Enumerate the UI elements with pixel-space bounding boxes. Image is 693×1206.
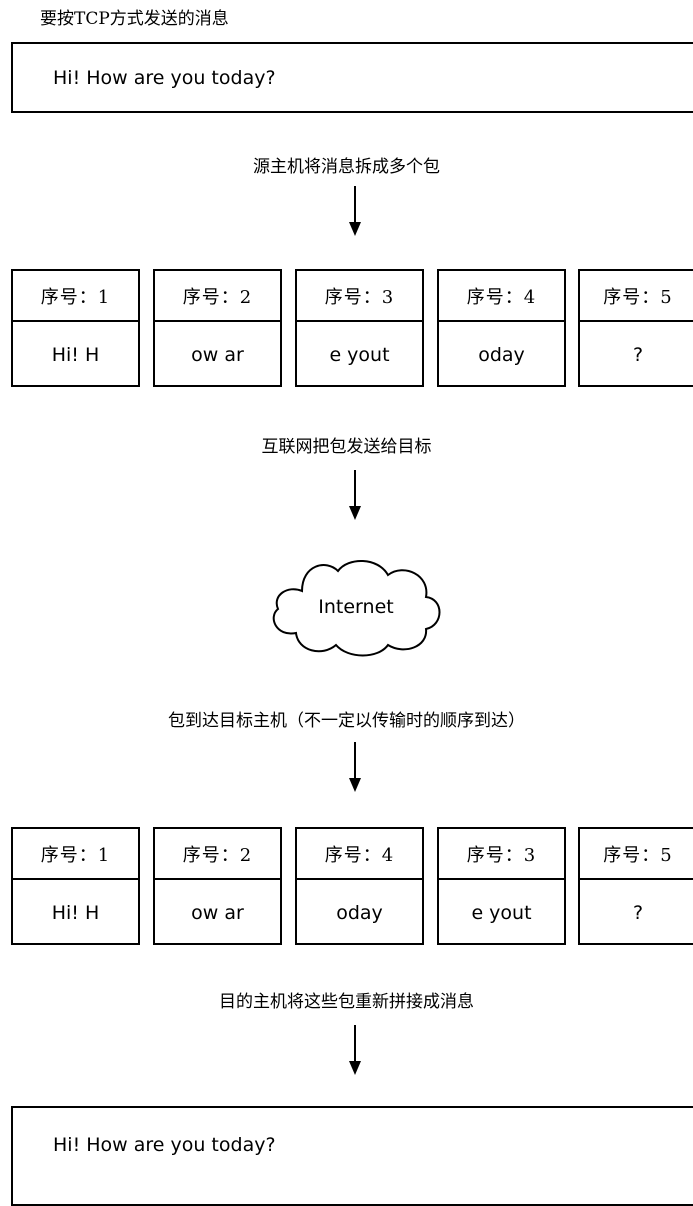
packet-sequence-number: 序号：3 [439, 829, 564, 880]
packet-box: 序号：3 e yout [295, 269, 424, 387]
packet-sequence-number: 序号：4 [439, 271, 564, 322]
packet-payload: Hi! H [51, 901, 100, 924]
packet-box: 序号：5 ? [578, 269, 693, 387]
packet-payload: oday [336, 901, 383, 924]
cloud-icon [272, 559, 441, 657]
sent-packets-row: 序号：1 Hi! H 序号：2 ow ar 序号：3 e yout 序号：4 o… [0, 269, 693, 387]
down-arrow-icon [349, 1025, 361, 1075]
packet-payload: oday [478, 343, 525, 366]
packet-sequence-number: 序号：3 [297, 271, 422, 322]
step-arrive-caption: 包到达目标主机（不一定以传输时的顺序到达） [168, 711, 525, 731]
reassembled-message-text: Hi! How are you today? [53, 1134, 276, 1156]
packet-sequence-number: 序号：5 [580, 829, 693, 880]
packet-sequence-number: 序号：4 [297, 829, 422, 880]
step-split-caption: 源主机将消息拆成多个包 [253, 157, 440, 177]
packet-sequence-number: 序号：1 [13, 271, 138, 322]
packet-payload: Hi! H [51, 343, 100, 366]
packet-sequence-number: 序号：1 [13, 829, 138, 880]
source-message-box: Hi! How are you today? [11, 42, 693, 113]
packet-payload: ? [632, 343, 644, 366]
down-arrow-icon [349, 742, 361, 792]
packet-payload: e yout [329, 343, 390, 366]
packet-box: 序号：2 ow ar [153, 827, 282, 945]
packet-sequence-number: 序号：2 [155, 829, 280, 880]
down-arrow-icon [349, 470, 361, 520]
cloud-label: Internet [318, 596, 394, 618]
packet-box: 序号：5 ? [578, 827, 693, 945]
source-message-label: 要按TCP方式发送的消息 [40, 9, 229, 29]
packet-payload: ? [632, 901, 644, 924]
source-message-text: Hi! How are you today? [53, 66, 276, 89]
reassembled-message-box: Hi! How are you today? [11, 1106, 693, 1206]
packet-payload: ow ar [191, 901, 244, 924]
packet-box: 序号：4 oday [437, 269, 566, 387]
packet-sequence-number: 序号：2 [155, 271, 280, 322]
packet-box: 序号：1 Hi! H [11, 269, 140, 387]
step-reassemble-caption: 目的主机将这些包重新拼接成消息 [219, 992, 474, 1012]
packet-payload: e yout [471, 901, 532, 924]
packet-box: 序号：1 Hi! H [11, 827, 140, 945]
internet-cloud: Internet [268, 555, 444, 659]
packet-box: 序号：2 ow ar [153, 269, 282, 387]
down-arrow-icon [349, 186, 361, 236]
received-packets-row: 序号：1 Hi! H 序号：2 ow ar 序号：4 oday 序号：3 e y… [0, 827, 693, 945]
packet-payload: ow ar [191, 343, 244, 366]
step-send-caption: 互联网把包发送给目标 [261, 437, 432, 457]
packet-sequence-number: 序号：5 [580, 271, 693, 322]
packet-box: 序号：4 oday [295, 827, 424, 945]
packet-box: 序号：3 e yout [437, 827, 566, 945]
